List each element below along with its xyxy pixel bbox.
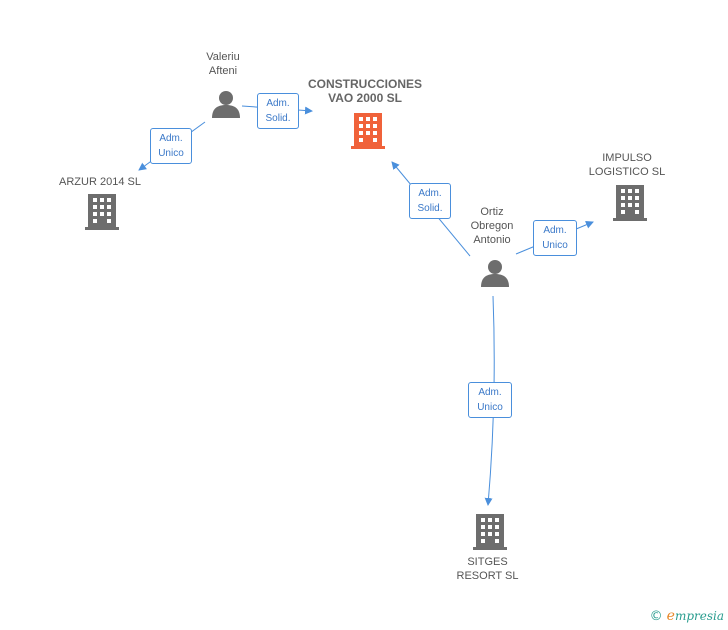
copyright-symbol: © bbox=[649, 609, 663, 624]
ortiz-obregon-antonio-person-icon[interactable] bbox=[480, 259, 510, 287]
impulso-logistico-label: IMPULSO LOGISTICO SL bbox=[588, 152, 666, 178]
valeriu-afteni-label: Valeriu Afteni bbox=[206, 51, 240, 77]
ortiz-obregon-antonio-label: Ortiz Obregon Antonio bbox=[470, 206, 514, 246]
empresia-copyright: ©empresia bbox=[650, 608, 724, 624]
main-company-label: CONSTRUCCIONES VAO 2000 SL bbox=[307, 77, 422, 105]
valeriu-afteni-person-icon[interactable] bbox=[211, 90, 241, 118]
sitges-resort-building-icon[interactable] bbox=[473, 514, 507, 550]
edge-label-ortiz-sitges[interactable]: Adm. Unico bbox=[468, 382, 512, 418]
edge-label-ortiz-main[interactable]: Adm. Solid. bbox=[409, 183, 451, 219]
edge-label-ortiz-impulso[interactable]: Adm. Unico bbox=[533, 220, 577, 256]
empresia-logo-text: mpresia bbox=[674, 609, 724, 623]
main-company-building-icon[interactable] bbox=[351, 113, 385, 149]
edge-label-valeriu-main[interactable]: Adm. Solid. bbox=[257, 93, 299, 129]
arzur-2014-label: ARZUR 2014 SL bbox=[59, 176, 141, 188]
empresia-logo-e: e bbox=[666, 608, 675, 624]
edge-label-valeriu-arzur[interactable]: Adm. Unico bbox=[150, 128, 192, 164]
arzur-2014-building-icon[interactable] bbox=[85, 194, 119, 230]
sitges-resort-label: SITGES RESORT SL bbox=[456, 556, 519, 582]
impulso-logistico-building-icon[interactable] bbox=[613, 185, 647, 221]
